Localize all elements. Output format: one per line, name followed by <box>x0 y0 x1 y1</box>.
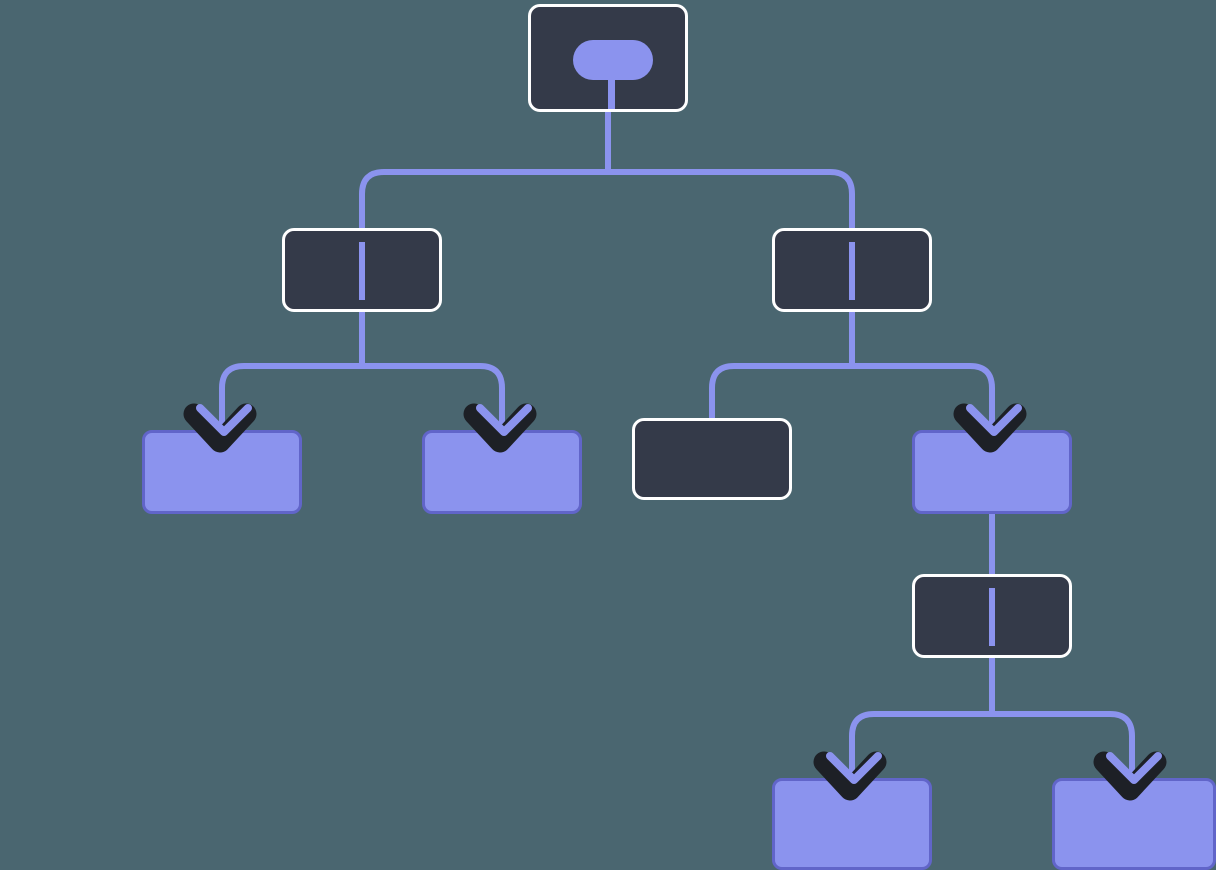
node-level5-a[interactable] <box>772 778 932 870</box>
node-level3-b[interactable] <box>422 430 582 514</box>
node-level3-c[interactable] <box>632 418 792 500</box>
node-level3-d[interactable] <box>912 430 1072 514</box>
node-level5-b[interactable] <box>1052 778 1216 870</box>
node-root[interactable] <box>528 4 688 112</box>
node-level3-a[interactable] <box>142 430 302 514</box>
node-level4[interactable] <box>912 574 1072 658</box>
node-level2-left[interactable] <box>282 228 442 312</box>
node-level2-right[interactable] <box>772 228 932 312</box>
root-pill-glyph <box>573 40 653 109</box>
